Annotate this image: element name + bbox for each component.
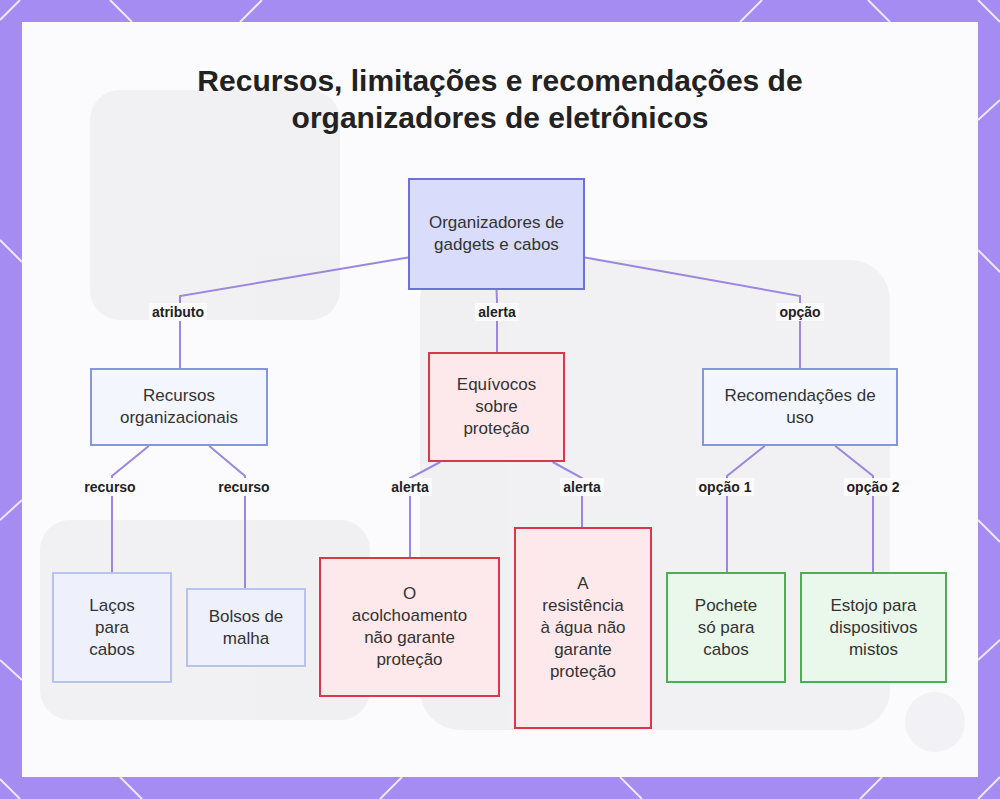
category-box: Recursos organizacionais xyxy=(90,368,268,446)
edge-label: opção 1 xyxy=(696,478,755,496)
edge-label: alerta xyxy=(475,303,518,321)
connector-line xyxy=(209,446,245,588)
connector-line xyxy=(112,446,149,572)
category-box: Recomendações de uso xyxy=(702,368,898,446)
watermark-logo xyxy=(905,692,965,752)
warning-box: Equívocos sobre proteção xyxy=(428,352,565,462)
connector-line xyxy=(180,258,408,368)
connector-line xyxy=(727,446,765,572)
option-box: Pochete só para cabos xyxy=(666,572,786,683)
edge-label: recurso xyxy=(215,478,272,496)
connector-line xyxy=(410,462,440,557)
node-text: Bolsos de malha xyxy=(202,606,290,650)
node-text: Laços para cabos xyxy=(76,595,148,661)
connector-line xyxy=(585,258,800,368)
warning-box: A resistência à água não garante proteçã… xyxy=(514,527,652,729)
node-text: Organizadores de gadgets e cabos xyxy=(424,212,569,256)
node-text: Recursos organizacionais xyxy=(104,385,254,429)
node-text: Recomendações de uso xyxy=(716,385,884,429)
edge-label: opção xyxy=(776,303,823,321)
node-text: Pochete só para cabos xyxy=(686,595,766,661)
edge-label: opção 2 xyxy=(844,478,903,496)
node-text: O acolchoamento não garante proteção xyxy=(343,583,476,671)
node-text: Estojo para dispositivos mistos xyxy=(814,595,933,661)
edge-label: atributo xyxy=(149,303,207,321)
root-box: Organizadores de gadgets e cabos xyxy=(408,178,585,290)
diagram-title: Recursos, limitações e recomendações de … xyxy=(190,62,810,136)
edge-label: alerta xyxy=(388,478,431,496)
edge-label: recurso xyxy=(81,478,138,496)
feature-box: Laços para cabos xyxy=(52,572,172,683)
node-text: Equívocos sobre proteção xyxy=(442,374,551,440)
feature-box: Bolsos de malha xyxy=(186,588,306,667)
node-text: A resistência à água não garante proteçã… xyxy=(538,573,628,683)
edge-label: alerta xyxy=(560,478,603,496)
warning-box: O acolchoamento não garante proteção xyxy=(319,557,500,697)
connector-line xyxy=(496,290,499,352)
option-box: Estojo para dispositivos mistos xyxy=(800,572,947,683)
connector-line xyxy=(835,446,873,572)
